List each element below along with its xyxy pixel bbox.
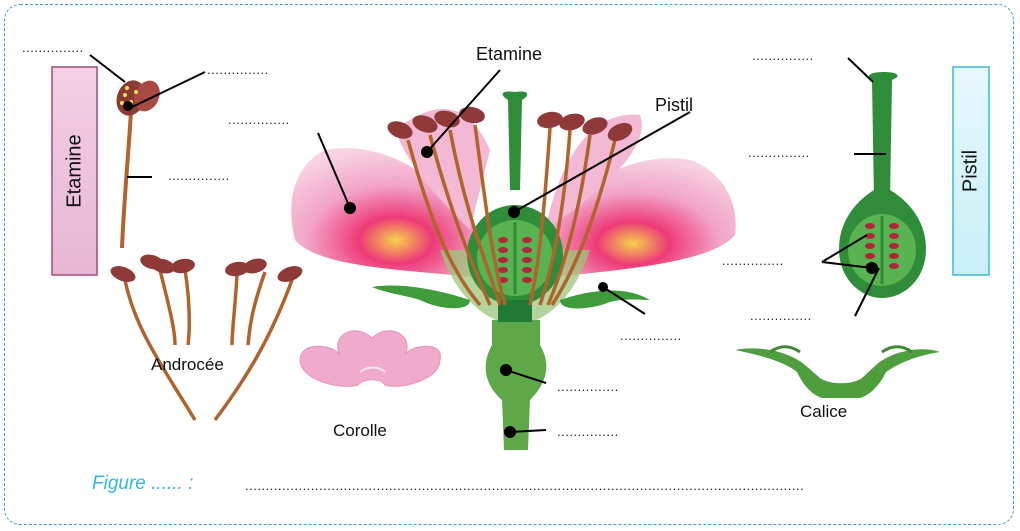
pistil-detail bbox=[839, 72, 926, 298]
androcee-anthers bbox=[108, 252, 304, 285]
blank-ovules: ............... bbox=[722, 253, 784, 268]
label-etamine: Etamine bbox=[476, 44, 542, 65]
label-pistil: Pistil bbox=[655, 95, 693, 116]
blank-anther-top: ............... bbox=[22, 40, 84, 55]
calice-shape bbox=[735, 348, 940, 398]
blank-petal: ............... bbox=[228, 112, 290, 127]
blank-anther-right: ............... bbox=[207, 62, 269, 77]
androcee-stamens bbox=[125, 270, 292, 420]
blank-pedicel: ............... bbox=[557, 424, 619, 439]
blank-sepal: ............... bbox=[620, 328, 682, 343]
etamine-side-label: Etamine bbox=[52, 67, 97, 275]
single-stamen bbox=[112, 76, 165, 248]
corolle-shape bbox=[300, 331, 440, 386]
blank-filament: ............... bbox=[168, 168, 230, 183]
blank-style: ............... bbox=[748, 145, 810, 160]
central-flower bbox=[291, 92, 736, 450]
blank-receptacle: ............... bbox=[557, 379, 619, 394]
figure-title-blank: ........................................… bbox=[245, 478, 804, 493]
blank-stigma: ............... bbox=[752, 48, 814, 63]
label-corolle: Corolle bbox=[333, 421, 387, 441]
pistil-side-text: Pistil bbox=[960, 150, 983, 192]
label-androcee: Androcée bbox=[151, 355, 224, 375]
figure-caption: Figure ...... : bbox=[92, 473, 193, 495]
pistil-side-label: Pistil bbox=[953, 67, 989, 275]
etamine-side-text: Etamine bbox=[63, 134, 86, 207]
blank-ovary: ............... bbox=[750, 308, 812, 323]
label-calice: Calice bbox=[800, 402, 847, 422]
